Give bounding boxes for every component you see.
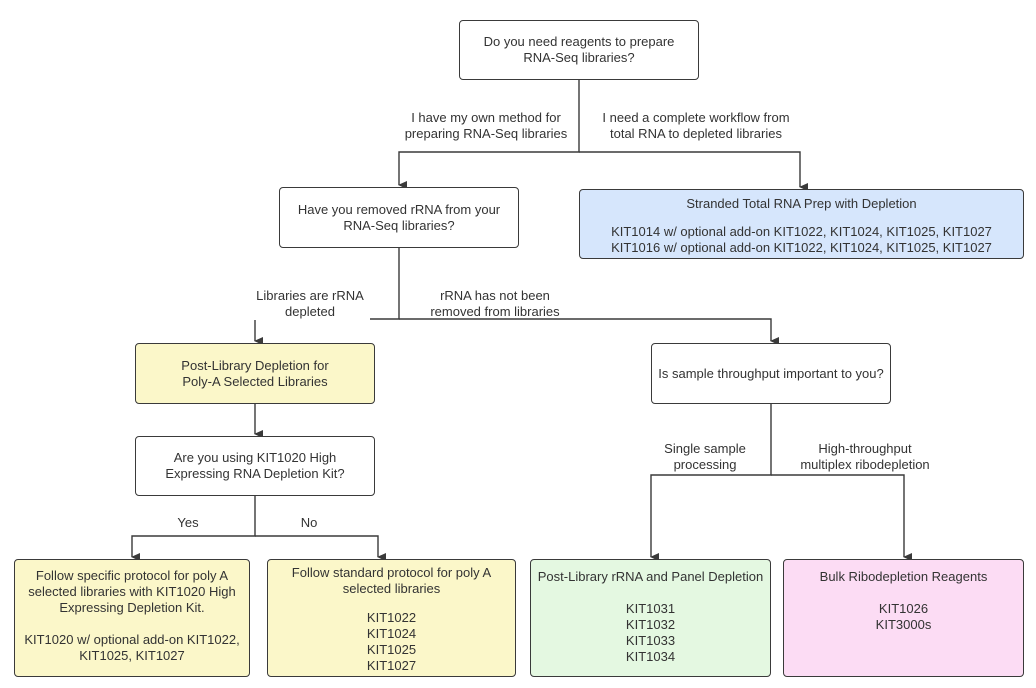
specific-protocol-title-line: Follow specific protocol for poly A [35,568,229,583]
question-need-reagents: Do you need reagents to prepare RNA-Seq … [459,20,699,80]
edge-label-high-throughput: High-throughput multiplex ribodepletion [790,441,940,473]
specific-protocol-kit-item: KIT1020 w/ optional add-on KIT1022, [24,632,240,647]
edge-label-yes-text: Yes [177,515,199,530]
connector-yes [131,496,256,561]
edge-label-not-removed-line-1: rRNA has not been [440,288,550,303]
standard-protocol-kit-item: KIT1022 [366,610,417,625]
question-need-reagents-line-1: Do you need reagents to prepare [483,34,675,49]
edge-label-yes: Yes [170,515,206,531]
standard-protocol-kit-item: KIT1024 [366,626,417,641]
stranded-total-rna-prep-box: Stranded Total RNA Prep with Depletion K… [579,189,1024,259]
post-library-depletion-polyA-box: Post-Library Depletion for Poly-A Select… [135,343,375,404]
specific-protocol-kit-item: KIT1025, KIT1027 [79,648,185,663]
connector-no [255,535,386,561]
stranded-kit-item: KIT1014 w/ optional add-on KIT1022, KIT1… [611,224,992,239]
standard-protocol-kit-item: KIT1025 [366,642,417,657]
edge-label-not-removed-line-2: removed from libraries [430,304,560,319]
bulk-ribodepletion-reagents-box: Bulk Ribodepletion Reagents KIT1026 KIT3… [783,559,1024,677]
edge-label-own-method-line-2: preparing RNA-Seq libraries [404,126,568,141]
bulk-ribodepletion-title: Bulk Ribodepletion Reagents [819,569,988,584]
post-library-rrna-panel-kit-item: KIT1032 [625,617,676,632]
stranded-kit-item: KIT1016 w/ optional add-on KIT1022, KIT1… [611,240,992,255]
edge-label-rrna-depleted-line-1: Libraries are rRNA [256,288,364,303]
specific-protocol-box: Follow specific protocol for poly A sele… [14,559,250,677]
edge-label-high-throughput-line-1: High-throughput [818,441,912,456]
post-library-rrna-panel-depletion-box: Post-Library rRNA and Panel Depletion KI… [530,559,771,677]
edge-label-single-sample-line-2: processing [673,457,737,472]
post-library-rrna-panel-kit-item: KIT1033 [625,633,676,648]
connector-single-sample [650,404,772,561]
edge-label-own-method: I have my own method for preparing RNA-S… [401,110,571,142]
question-removed-rrna: Have you removed rRNA from your RNA-Seq … [279,187,519,248]
question-sample-throughput-line-1: Is sample throughput important to you? [658,365,884,381]
edge-label-high-throughput-line-2: multiplex ribodepletion [800,457,930,472]
standard-protocol-box: Follow standard protocol for poly A sele… [267,559,516,677]
edge-label-single-sample: Single sample processing [655,441,755,473]
standard-protocol-title-line: Follow standard protocol for poly A [291,565,492,580]
post-library-rrna-panel-kit-item: KIT1031 [625,601,676,616]
bulk-ribodepletion-kit-item: KIT1026 [878,601,929,616]
question-removed-rrna-line-1: Have you removed rRNA from your [297,201,501,217]
edge-label-complete-workflow-line-2: total RNA to depleted libraries [610,126,782,141]
connector-high-throughput [771,474,912,561]
connector-complete-workflow [579,151,808,191]
edge-label-complete-workflow-line-1: I need a complete workflow from [602,110,790,125]
post-library-depletion-polyA-line-2: Poly-A Selected Libraries [182,373,328,389]
edge-label-rrna-depleted: Libraries are rRNA depleted [250,288,370,320]
edge-label-no-text: No [300,515,318,530]
standard-protocol-title-line: selected libraries [342,581,441,596]
post-library-rrna-panel-title: Post-Library rRNA and Panel Depletion [537,569,764,584]
standard-protocol-kit-item: KIT1027 [366,658,417,673]
specific-protocol-title-line: selected libraries with KIT1020 High [28,584,236,599]
post-library-rrna-panel-kit-item: KIT1034 [625,649,676,664]
edge-label-single-sample-line-1: Single sample [664,441,746,456]
stranded-total-rna-prep-title: Stranded Total RNA Prep with Depletion [686,196,917,211]
connector-own-method [398,80,580,189]
question-using-kit1020-line-1: Are you using KIT1020 High [173,450,337,465]
question-using-kit1020: Are you using KIT1020 High Expressing RN… [135,436,375,496]
question-sample-throughput: Is sample throughput important to you? [651,343,891,404]
edge-label-own-method-line-1: I have my own method for [411,110,561,125]
question-need-reagents-line-2: RNA-Seq libraries? [523,50,635,65]
connector-not-removed [399,318,779,345]
edge-label-rrna-depleted-line-2: depleted [285,304,335,319]
post-library-depletion-polyA-line-1: Post-Library Depletion for [181,357,329,373]
question-removed-rrna-line-2: RNA-Seq libraries? [343,217,455,233]
specific-protocol-title-line: Expressing Depletion Kit. [59,600,205,615]
edge-label-no: No [294,515,324,531]
edge-label-complete-workflow: I need a complete workflow from total RN… [596,110,796,142]
question-using-kit1020-line-2: Expressing RNA Depletion Kit? [165,466,345,481]
bulk-ribodepletion-kit-item: KIT3000s [875,617,932,632]
edge-label-not-removed: rRNA has not been removed from libraries [425,288,565,320]
